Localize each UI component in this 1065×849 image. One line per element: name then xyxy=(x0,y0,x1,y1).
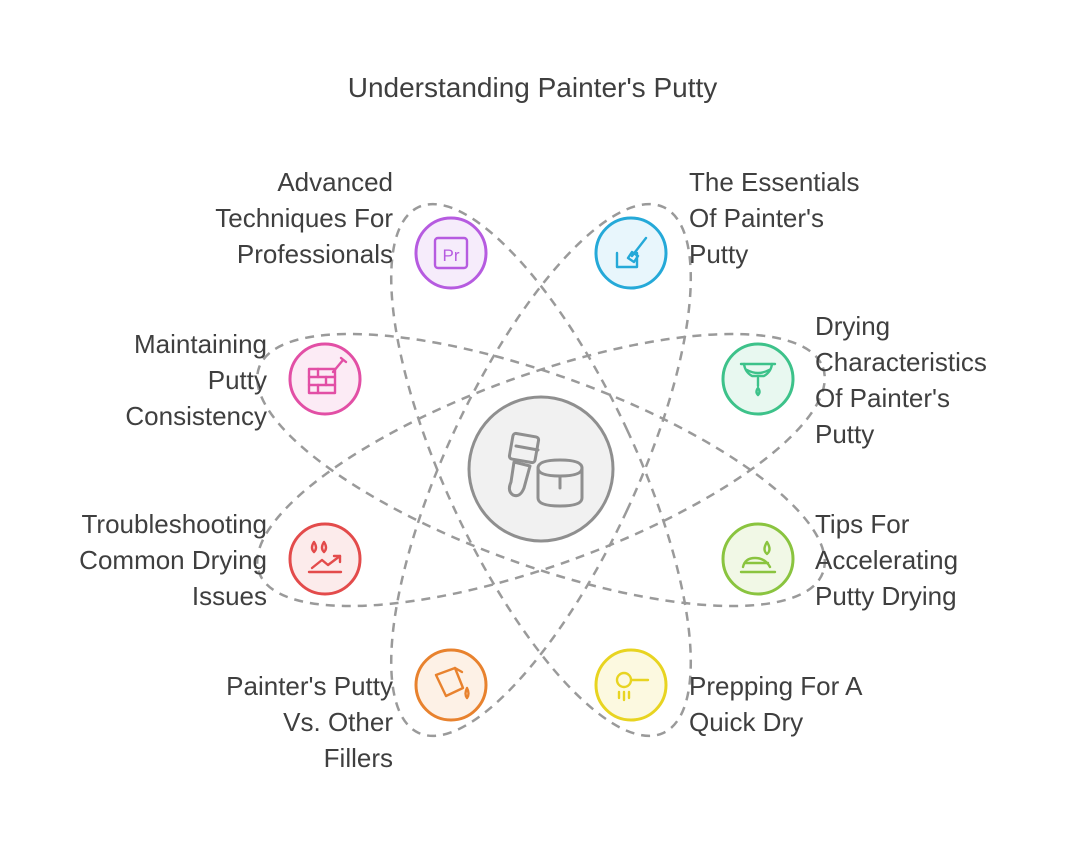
node-essentials[interactable] xyxy=(594,216,668,290)
paint-brush-and-tray-icon xyxy=(615,236,648,269)
node-troubleshooting[interactable] xyxy=(288,522,362,596)
diagram-title: Understanding Painter's Putty xyxy=(347,72,718,103)
label-tips: Tips For Accelerating Putty Drying xyxy=(815,509,959,611)
node-advanced[interactable]: Pr xyxy=(414,216,488,290)
scoop-drip-icon xyxy=(615,671,650,702)
node-vs-fillers[interactable] xyxy=(414,648,488,722)
brick-wall-trowel-icon xyxy=(307,356,348,395)
label-troubleshooting: Troubleshooting Common Drying Issues xyxy=(79,509,267,611)
dripping-bowl-icon xyxy=(739,362,777,397)
spilling-bucket-icon xyxy=(434,666,470,700)
node-drying-characteristics[interactable] xyxy=(721,342,795,416)
orbit-ellipse-3 xyxy=(389,202,693,738)
label-consistency: Maintaining Putty Consistency xyxy=(125,329,267,431)
premiere-pro-glyph: Pr xyxy=(443,246,460,265)
label-prepping: Prepping For A Quick Dry xyxy=(689,671,863,737)
premiere-pro-icon xyxy=(433,236,469,270)
water-drops-trend-icon xyxy=(307,540,343,574)
label-advanced: Advanced Techniques For Professionals xyxy=(215,167,393,269)
orbit-ellipse-4 xyxy=(389,202,693,738)
label-vs-fillers: Painter's Putty Vs. Other Fillers xyxy=(226,671,393,773)
node-tips[interactable] xyxy=(721,522,795,596)
paintbrush-and-paint-can-icon xyxy=(507,431,584,508)
orbit-ellipse-1 xyxy=(255,332,827,608)
label-essentials: The Essentials Of Painter's Putty xyxy=(689,167,860,269)
center-node xyxy=(467,395,615,543)
drop-on-pile-icon xyxy=(739,540,777,574)
node-prepping[interactable] xyxy=(594,648,668,722)
node-consistency[interactable] xyxy=(288,342,362,416)
label-drying-characteristics: Drying Characteristics Of Painter's Putt… xyxy=(815,311,987,449)
